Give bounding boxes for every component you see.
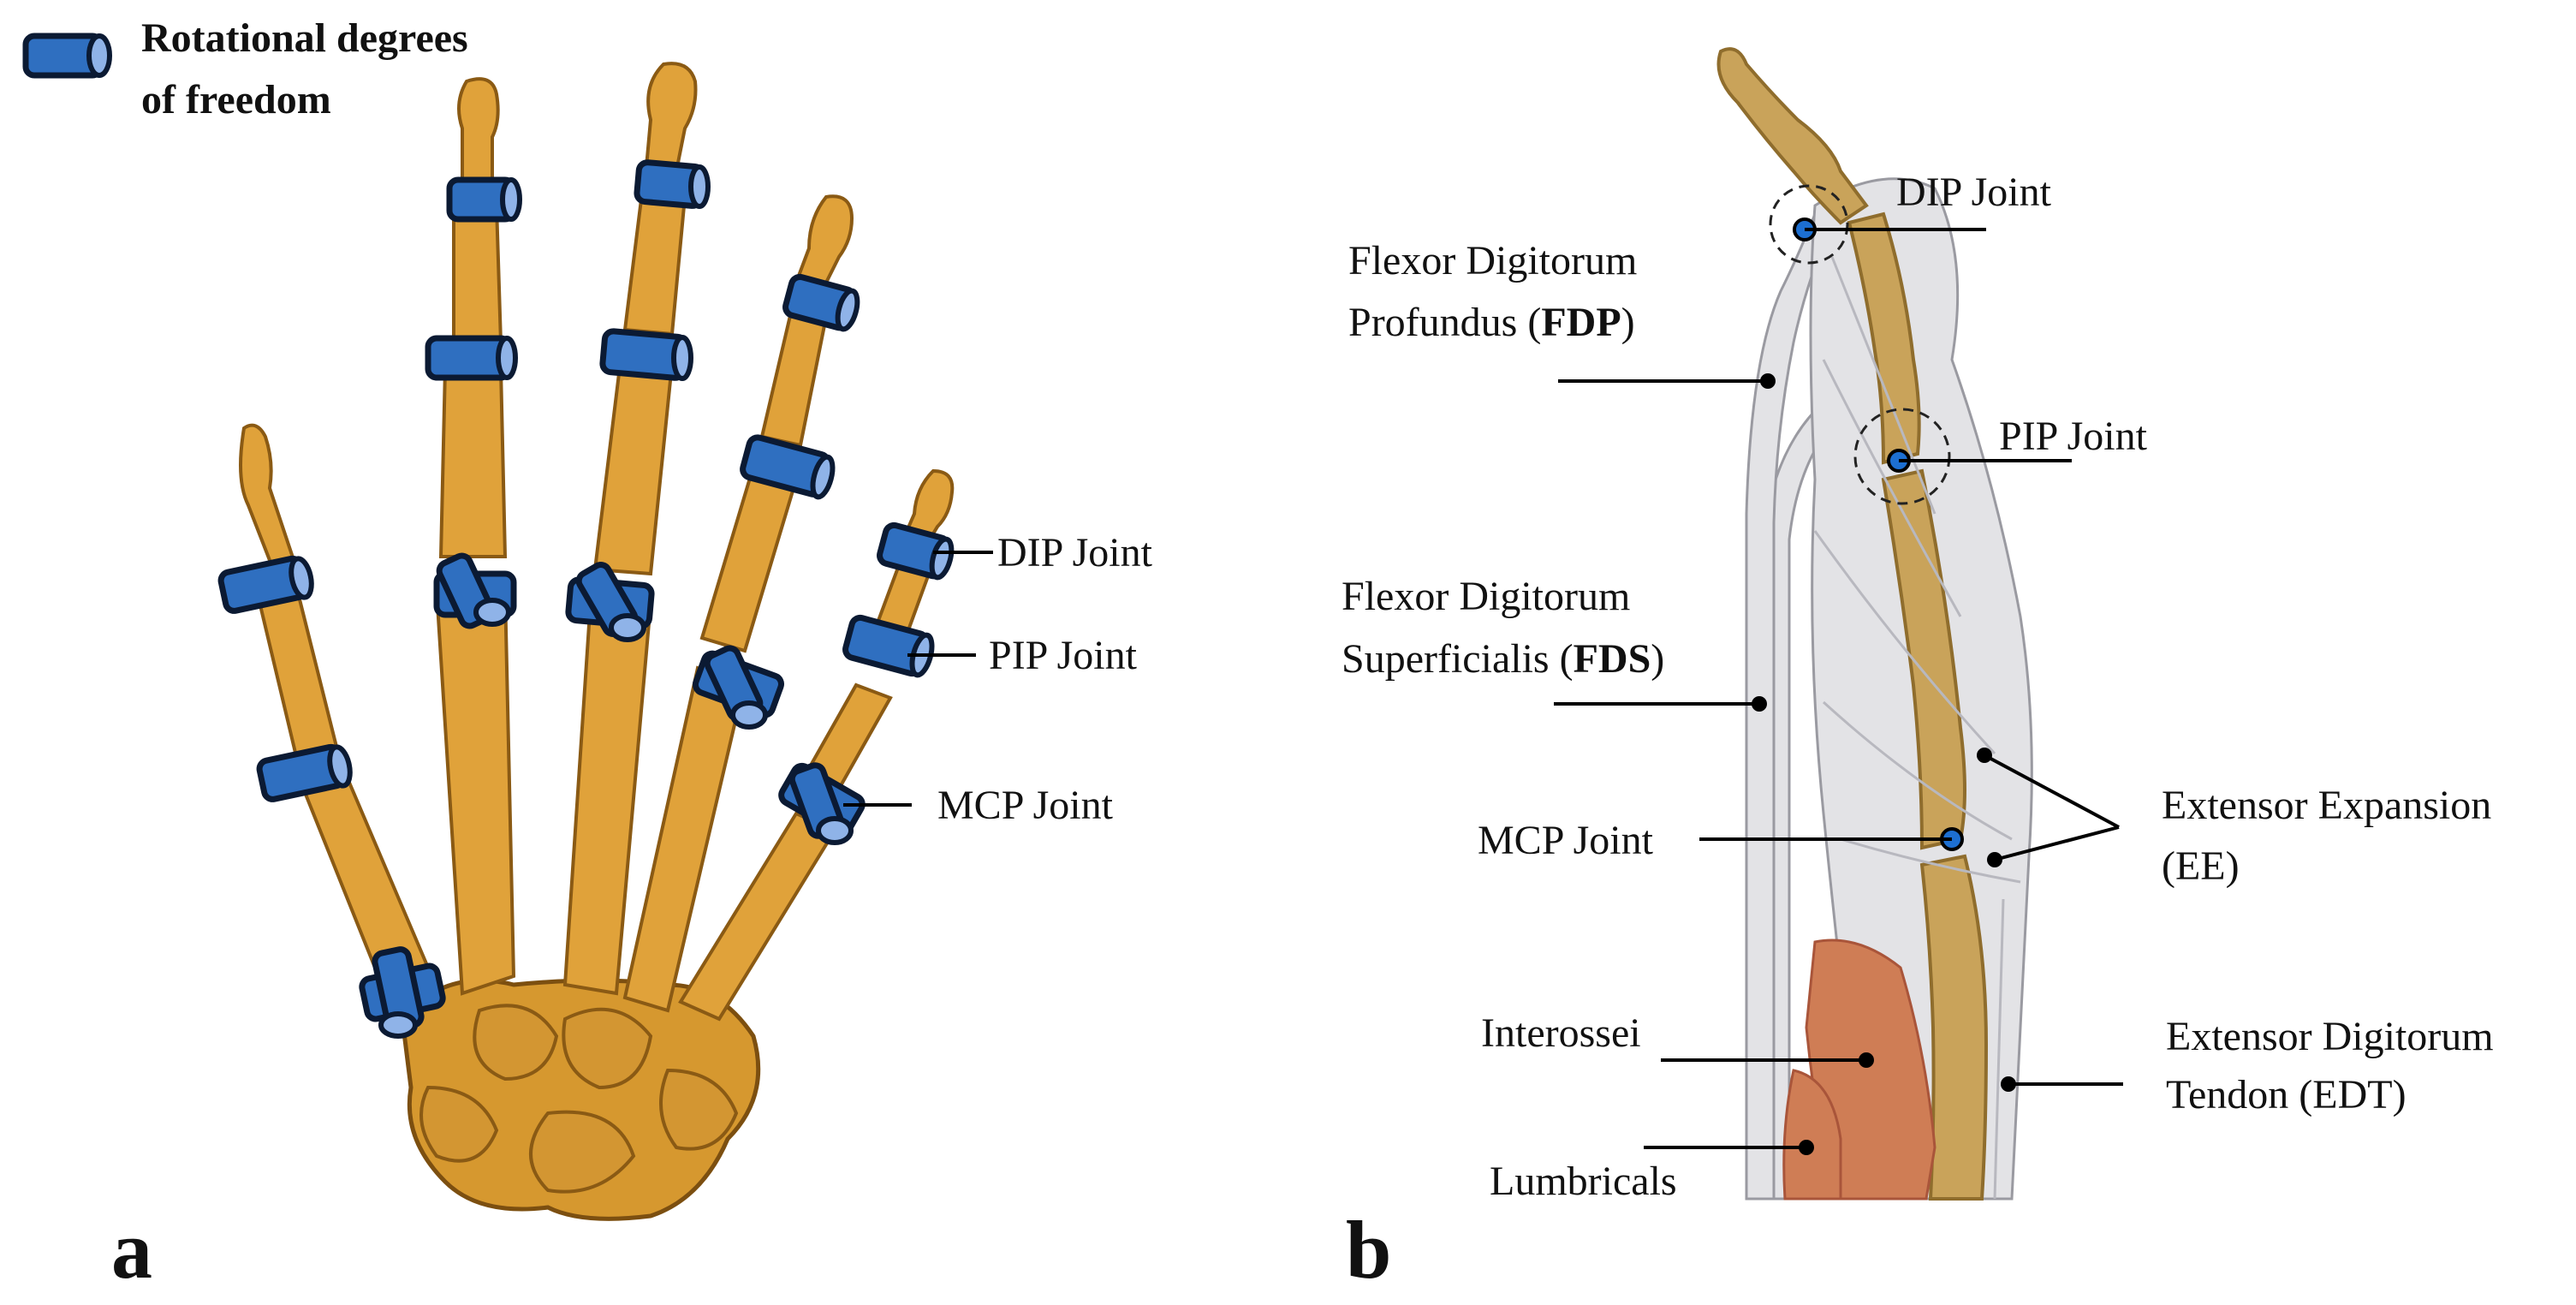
panel-b-edt-line1: Extensor Digitorum [2166, 1014, 2494, 1059]
panel-b-ee-line1: Extensor Expansion [2162, 783, 2491, 828]
panel-b-fdp-line2: Profundus (FDP) [1348, 300, 1635, 345]
panel-b-fdp-line1: Flexor Digitorum [1348, 238, 1637, 283]
lumbricals-muscle [1782, 1069, 1842, 1201]
ring-mcp-cylinder-icon [692, 645, 784, 730]
middle-dip-cylinder-icon [634, 159, 711, 209]
joint-cylinders [217, 159, 955, 1039]
legend-text-line2: of freedom [141, 77, 331, 122]
pip-joint-capsule [1853, 408, 1951, 505]
distal-phalanx [1716, 47, 1869, 225]
little-mcp-cylinder-icon [778, 762, 866, 845]
thumb-mcp-cylinder-icon [256, 743, 353, 802]
panel-a-letter: a [111, 1204, 152, 1296]
dip-joint-capsule [1769, 184, 1849, 265]
carpal-bones [400, 978, 761, 1221]
panel-b-labels: DIP Joint PIP Joint MCP Joint Flexor Dig… [1342, 170, 2494, 1296]
index-mcp-cylinder-icon [433, 552, 517, 629]
middle-phalanx [1847, 212, 1921, 465]
index-dip-cylinder-icon [446, 176, 522, 223]
ring-dip-cylinder-icon [782, 273, 860, 332]
panel-b-letter: b [1346, 1204, 1391, 1296]
panel-b-mcp-label: MCP Joint [1478, 818, 1654, 863]
index-finger-bones [434, 77, 516, 996]
thumb-bones [239, 423, 431, 996]
little-dip-cylinder-icon [877, 521, 955, 581]
panel-b-dip-label: DIP Joint [1896, 170, 2052, 215]
middle-mcp-cylinder-icon [565, 562, 655, 642]
thumb-cmc-cylinder-icon [359, 946, 446, 1039]
index-pip-cylinder-icon [425, 335, 518, 381]
panel-b-fds-line1: Flexor Digitorum [1342, 574, 1630, 619]
panel-a-dip-label: DIP Joint [997, 530, 1153, 575]
panel-b-lumbricals-label: Lumbricals [1490, 1159, 1677, 1204]
panel-b-edt-line2: Tendon (EDT) [2166, 1072, 2406, 1117]
finger-anatomy [1716, 47, 2033, 1201]
legend-text-line1: Rotational degrees [141, 15, 468, 61]
panel-b-ee-line2: (EE) [2162, 843, 2240, 889]
thumb-ip-cylinder-icon [217, 555, 314, 614]
metacarpal [1919, 854, 1989, 1201]
middle-pip-cylinder-icon [599, 328, 693, 381]
panel-a-pip-label: PIP Joint [989, 633, 1138, 678]
panel-a-mcp-label: MCP Joint [937, 783, 1114, 828]
panel-b-fds-line2: Superficialis (FDS) [1342, 636, 1664, 682]
panel-b-pip-label: PIP Joint [1999, 414, 2148, 459]
legend: Rotational degrees of freedom [22, 15, 468, 122]
panel-b-interossei-label: Interossei [1481, 1010, 1641, 1056]
legend-cylinder-icon [22, 33, 112, 79]
panel-a-labels: DIP Joint PIP Joint MCP Joint a [111, 530, 1153, 1296]
little-pip-cylinder-icon [842, 614, 935, 678]
hand-skeleton [217, 62, 955, 1221]
ring-pip-cylinder-icon [740, 434, 836, 500]
